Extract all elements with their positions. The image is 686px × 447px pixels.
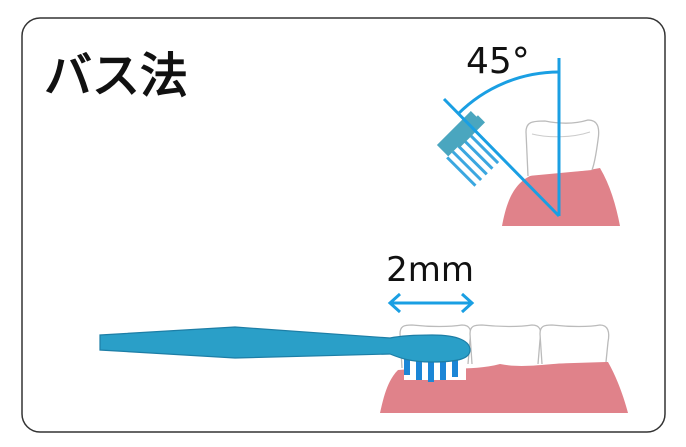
bristles-angled: [441, 126, 507, 192]
tooth-top: [525, 119, 600, 177]
angle-arc: [456, 70, 560, 116]
tooth: [539, 324, 610, 365]
double-arrow: [387, 292, 475, 314]
angled-line: [442, 97, 561, 218]
gum-top: [502, 168, 620, 226]
brushing-diagram: 2mm: [99, 250, 628, 413]
toothbrush-handle: [99, 326, 471, 363]
distance-label: 2mm: [386, 250, 474, 290]
brush-head-angled: [436, 111, 507, 192]
angle-diagram: 45°: [436, 41, 620, 226]
tooth: [469, 324, 542, 365]
title: バス法: [44, 48, 188, 104]
angle-label: 45°: [466, 41, 530, 82]
